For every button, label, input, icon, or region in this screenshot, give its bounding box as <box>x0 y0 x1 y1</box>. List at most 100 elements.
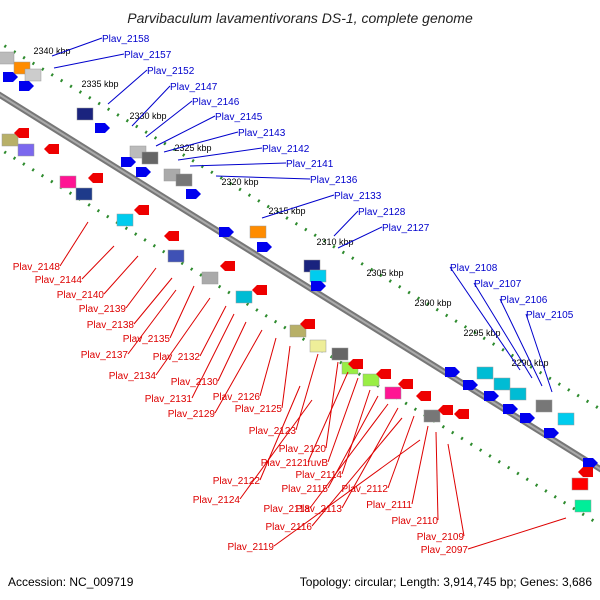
gene-box-8 <box>175 173 193 187</box>
forward-gene-label: Plav_2133 <box>334 191 382 202</box>
gene-box-20 <box>75 187 93 201</box>
reverse-gene-leader <box>309 403 389 509</box>
forward-gene-arrow-9 <box>311 281 326 291</box>
reverse-gene-label: Plav_2148 <box>13 262 61 273</box>
forward-gene-label: Plav_2108 <box>450 263 498 274</box>
forward-gene-leader <box>107 69 148 105</box>
reverse-gene-leader <box>411 425 429 505</box>
gene-box-18 <box>17 143 35 157</box>
kbp-tick-label: 2320 kbp <box>221 177 258 187</box>
reverse-gene-arrow-11 <box>398 379 413 389</box>
forward-gene-label: Plav_2141 <box>286 159 334 170</box>
forward-gene-labels: Plav_2158Plav_2157Plav_2152Plav_2147Plav… <box>51 34 574 393</box>
reverse-gene-label: Plav_2110 <box>391 516 438 527</box>
reverse-gene-leader <box>259 337 277 397</box>
kbp-tick-label: 2300 kbp <box>414 298 451 308</box>
gene-box-16 <box>557 412 575 426</box>
forward-gene-leader <box>215 175 311 180</box>
gene-box-3 <box>24 68 42 82</box>
gene-box-9 <box>249 225 267 239</box>
reverse-gene-leader <box>387 415 415 489</box>
forward-gene-arrow-6 <box>186 189 201 199</box>
reverse-gene-arrow-7 <box>252 285 267 295</box>
gene-box-32 <box>571 477 589 491</box>
reverse-gene-arrow-1 <box>14 128 29 138</box>
reverse-gene-label: Plav_2144 <box>35 275 83 286</box>
reverse-gene-arrow-9 <box>348 359 363 369</box>
kbp-tick-label: 2310 kbp <box>316 237 353 247</box>
gene-box-12 <box>476 366 494 380</box>
reverse-gene-leader <box>435 431 439 521</box>
kbp-tick-label: 2330 kbp <box>129 111 166 121</box>
forward-gene-arrow-7 <box>219 227 234 237</box>
forward-gene-arrow-2 <box>19 81 34 91</box>
reverse-gene-label: Plav_2122 <box>213 476 261 487</box>
forward-gene-leader <box>51 37 103 57</box>
reverse-gene-label: Plav_2118 <box>263 504 310 515</box>
kbp-tick-label: 2325 kbp <box>174 143 211 153</box>
reverse-gene-leader <box>281 345 291 409</box>
kbp-tick-label: 2305 kbp <box>366 268 403 278</box>
reverse-gene-leader <box>307 371 349 463</box>
reverse-gene-label: Plav_2120 <box>279 444 327 455</box>
forward-gene-label: Plav_2152 <box>147 66 195 77</box>
reverse-gene-label: Plav_2126 <box>213 392 261 403</box>
forward-gene-label: Plav_2147 <box>170 82 218 93</box>
reverse-gene-leader <box>327 377 359 463</box>
reverse-gene-leader <box>199 305 227 357</box>
reverse-gene-leader <box>467 517 567 550</box>
reverse-gene-leader <box>217 321 247 382</box>
gene-features <box>0 51 598 513</box>
forward-gene-leader <box>189 162 287 167</box>
forward-gene-leader <box>261 194 335 219</box>
reverse-gene-arrow-10 <box>376 369 391 379</box>
forward-gene-leader <box>155 115 216 147</box>
forward-gene-arrow-16 <box>583 458 598 468</box>
forward-gene-arrow-14 <box>520 413 535 423</box>
kbp-tick-label: 2340 kbp <box>33 46 70 56</box>
reverse-gene-label: Plav_2123 <box>249 426 297 437</box>
reverse-gene-leader <box>81 245 115 280</box>
reverse-gene-leader <box>127 289 177 355</box>
forward-gene-label: Plav_2127 <box>382 223 430 234</box>
reverse-gene-label: Plav_2119 <box>227 542 274 553</box>
forward-gene-leader <box>177 147 263 161</box>
reverse-gene-label: Plav_2140 <box>57 290 105 301</box>
reverse-gene-label: Plav_2114 <box>295 470 342 481</box>
gene-box-22 <box>167 249 185 263</box>
forward-gene-leader <box>131 85 171 127</box>
gene-box-31 <box>423 409 441 423</box>
reverse-gene-leader <box>155 297 211 376</box>
gene-box-15 <box>535 399 553 413</box>
reverse-gene-leader <box>259 385 301 481</box>
forward-gene-arrow-4 <box>121 157 136 167</box>
reverse-gene-leader <box>447 443 465 537</box>
reverse-gene-arrow-4 <box>134 205 149 215</box>
forward-gene-arrow-11 <box>463 380 478 390</box>
gene-box-33 <box>574 499 592 513</box>
forward-gene-arrow-12 <box>484 391 499 401</box>
gene-box-19 <box>59 175 77 189</box>
dotted-ring-1 <box>0 41 600 411</box>
reverse-gene-label: Plav_2125 <box>235 404 283 415</box>
forward-gene-arrow-5 <box>136 167 151 177</box>
reverse-gene-arrow-13 <box>438 405 453 415</box>
forward-gene-label: Plav_2158 <box>102 34 150 45</box>
forward-gene-leader <box>53 53 125 69</box>
reverse-gene-leader <box>191 313 235 399</box>
reverse-gene-leader <box>133 277 173 325</box>
reverse-gene-label: Plav_2137 <box>81 350 129 361</box>
gene-box-26 <box>309 339 327 353</box>
reverse-gene-label: Plav_2116 <box>265 522 312 533</box>
reverse-gene-leader <box>125 267 157 309</box>
reverse-gene-label: Plav_2139 <box>79 304 127 315</box>
forward-gene-leader <box>333 210 359 237</box>
forward-gene-leader <box>145 100 193 138</box>
forward-gene-label: Plav_2145 <box>215 112 263 123</box>
reverse-gene-arrow-5 <box>164 231 179 241</box>
gene-box-6 <box>141 151 159 165</box>
gene-box-25 <box>289 324 307 338</box>
reverse-gene-label: Plav_2132 <box>153 352 201 363</box>
kbp-tick-label: 2295 kbp <box>463 328 500 338</box>
forward-gene-label: Plav_2136 <box>310 175 358 186</box>
